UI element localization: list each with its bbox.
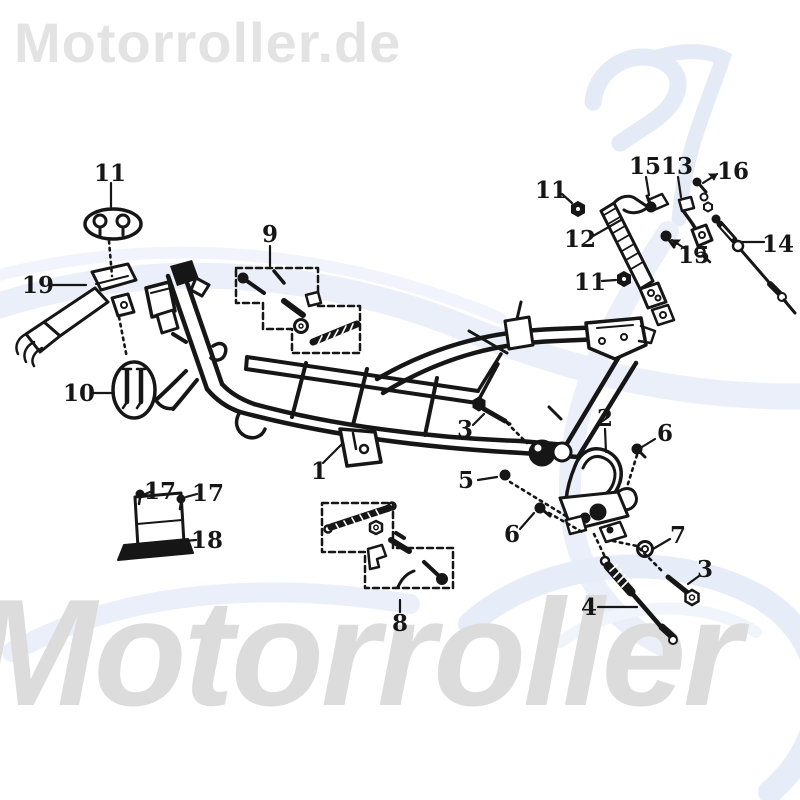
callout-labels: 11 19 10 9 1 17 17 18 8 11 12 11 15 13 1… — [22, 153, 794, 637]
part-12-mount-plate — [599, 192, 676, 327]
callout-3-b: 3 — [697, 556, 713, 583]
callout-4: 4 — [581, 594, 597, 621]
part-6-bolt-lower — [534, 502, 552, 518]
part-19-bracket — [15, 262, 138, 368]
callout-6-b: 6 — [504, 521, 520, 548]
watermark-swoosh-bottom-left — [2, 582, 420, 662]
callout-14: 14 — [762, 231, 794, 258]
part-16-fasteners — [692, 177, 713, 213]
part-15-bolts — [645, 194, 676, 249]
part-10-bolt-set-oval — [111, 360, 157, 420]
callout-12: 12 — [564, 226, 596, 253]
part-9-hardware-box — [234, 266, 362, 355]
watermark-swoosh-bottom-right-inner — [554, 602, 762, 648]
callout-leader-lines — [50, 172, 766, 614]
part-2-center-stand — [528, 439, 638, 544]
callout-7: 7 — [670, 522, 686, 549]
callout-2: 2 — [597, 405, 613, 432]
part-8-hardware-box — [320, 501, 455, 590]
callout-11-a: 11 — [94, 160, 126, 187]
part-frame — [144, 260, 657, 468]
part-4-spring — [599, 555, 678, 645]
part-7-washer — [636, 540, 654, 558]
watermark-swoosh-bottom-right-ring — [458, 554, 800, 800]
callout-11-c: 11 — [574, 269, 606, 296]
part-3-bolt-lower — [665, 574, 700, 607]
watermark-swoosh-top-right-2 — [584, 48, 687, 152]
callout-1: 1 — [311, 458, 327, 485]
watermark-swoosh-top-right-7 — [647, 44, 733, 227]
watermark-swoosh-mid-band-thin — [0, 246, 506, 324]
callout-17-a: 17 — [144, 478, 176, 505]
callout-10: 10 — [63, 380, 95, 407]
part-17-18-bracket — [117, 489, 194, 561]
callout-16: 16 — [717, 158, 749, 185]
callout-18: 18 — [191, 527, 223, 554]
callout-17-b: 17 — [192, 480, 224, 507]
part-5-nut — [499, 469, 511, 481]
callout-9: 9 — [262, 221, 278, 248]
dotted-assembly-lines — [107, 239, 665, 574]
watermark-logo-text-large: Motorroller — [0, 568, 742, 738]
callout-15-a: 15 — [629, 153, 661, 180]
part-11-bolt-set-oval — [83, 207, 143, 241]
part-11-nuts — [571, 200, 631, 288]
callout-11-b: 11 — [535, 177, 567, 204]
callout-19: 19 — [22, 272, 54, 299]
callout-8: 8 — [392, 610, 408, 637]
callout-6-a: 6 — [657, 420, 673, 447]
watermark-logo-text: Motorroller.de — [14, 11, 402, 74]
callout-15-b: 15 — [678, 242, 710, 269]
callout-5: 5 — [458, 467, 474, 494]
callout-3-a: 3 — [457, 416, 473, 443]
callout-13: 13 — [661, 153, 693, 180]
part-14-cable-rod — [711, 214, 797, 315]
part-13-linkage — [677, 195, 714, 264]
